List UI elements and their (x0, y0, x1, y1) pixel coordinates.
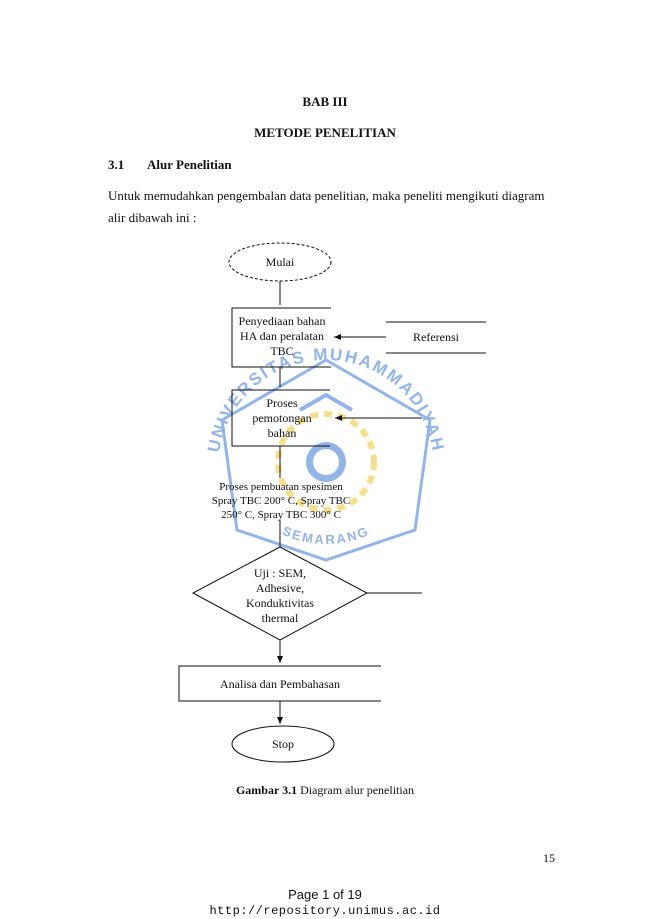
section-title: Alur Penelitian (147, 157, 232, 172)
step1-box (231, 307, 331, 368)
decision-line: thermal (261, 611, 299, 625)
step1-line: Penyediaan bahan (238, 314, 326, 328)
stop-label: Stop (271, 737, 294, 751)
footer-page-count: Page 1 of 19 (288, 887, 362, 902)
step3-line: 250° C, Spray TBC 300° C (221, 509, 341, 521)
caption-text: Diagram alur penelitian (297, 783, 415, 797)
start-label: Mulai (265, 255, 295, 269)
step2-line: bahan (267, 426, 297, 440)
step3-line: Spray TBC 200° C, Spray TBC (211, 495, 351, 507)
decision-text: Uji : SEM, Adhesive, Konduktivitas therm… (230, 566, 330, 626)
step2-line: pemotongan (252, 411, 312, 425)
decision-line: Konduktivitas (246, 596, 314, 610)
chapter-title: METODE PENELITIAN (254, 125, 396, 140)
paragraph-line-1: Untuk memudahkan pengembalan data peneli… (108, 188, 545, 203)
step2-box (231, 389, 330, 447)
caption-label: Gambar 3.1 (235, 783, 298, 797)
step4-label: Analisa dan Pembahasan (220, 677, 340, 691)
section-number: 3.1 (108, 157, 125, 172)
stop-terminator (231, 725, 335, 763)
reference-label: Referensi (413, 330, 459, 344)
decision-line: Uji : SEM, (253, 566, 307, 580)
figure-caption: Gambar 3.1 Diagram alur penelitian (0, 783, 650, 798)
footer-url[interactable]: http://repository.unimus.ac.id (209, 904, 441, 918)
step3-line: Proses pembuatan spesimen (219, 481, 343, 493)
paragraph-line-2: alir dibawah ini : (108, 210, 197, 225)
page-number: 15 (543, 851, 555, 865)
step1-line: HA dan peralatan (240, 329, 324, 343)
step1-line: TBC (270, 344, 294, 358)
step3-text: Proses pembuatan spesimen Spray TBC 200°… (200, 480, 362, 522)
chapter-heading: BAB III (302, 94, 348, 109)
step2-text: Proses pemotongan bahan (232, 396, 332, 441)
step1-text: Penyediaan bahan HA dan peralatan TBC (232, 314, 332, 359)
decision-line: Adhesive, (255, 581, 305, 595)
step2-line: Proses (266, 396, 298, 410)
